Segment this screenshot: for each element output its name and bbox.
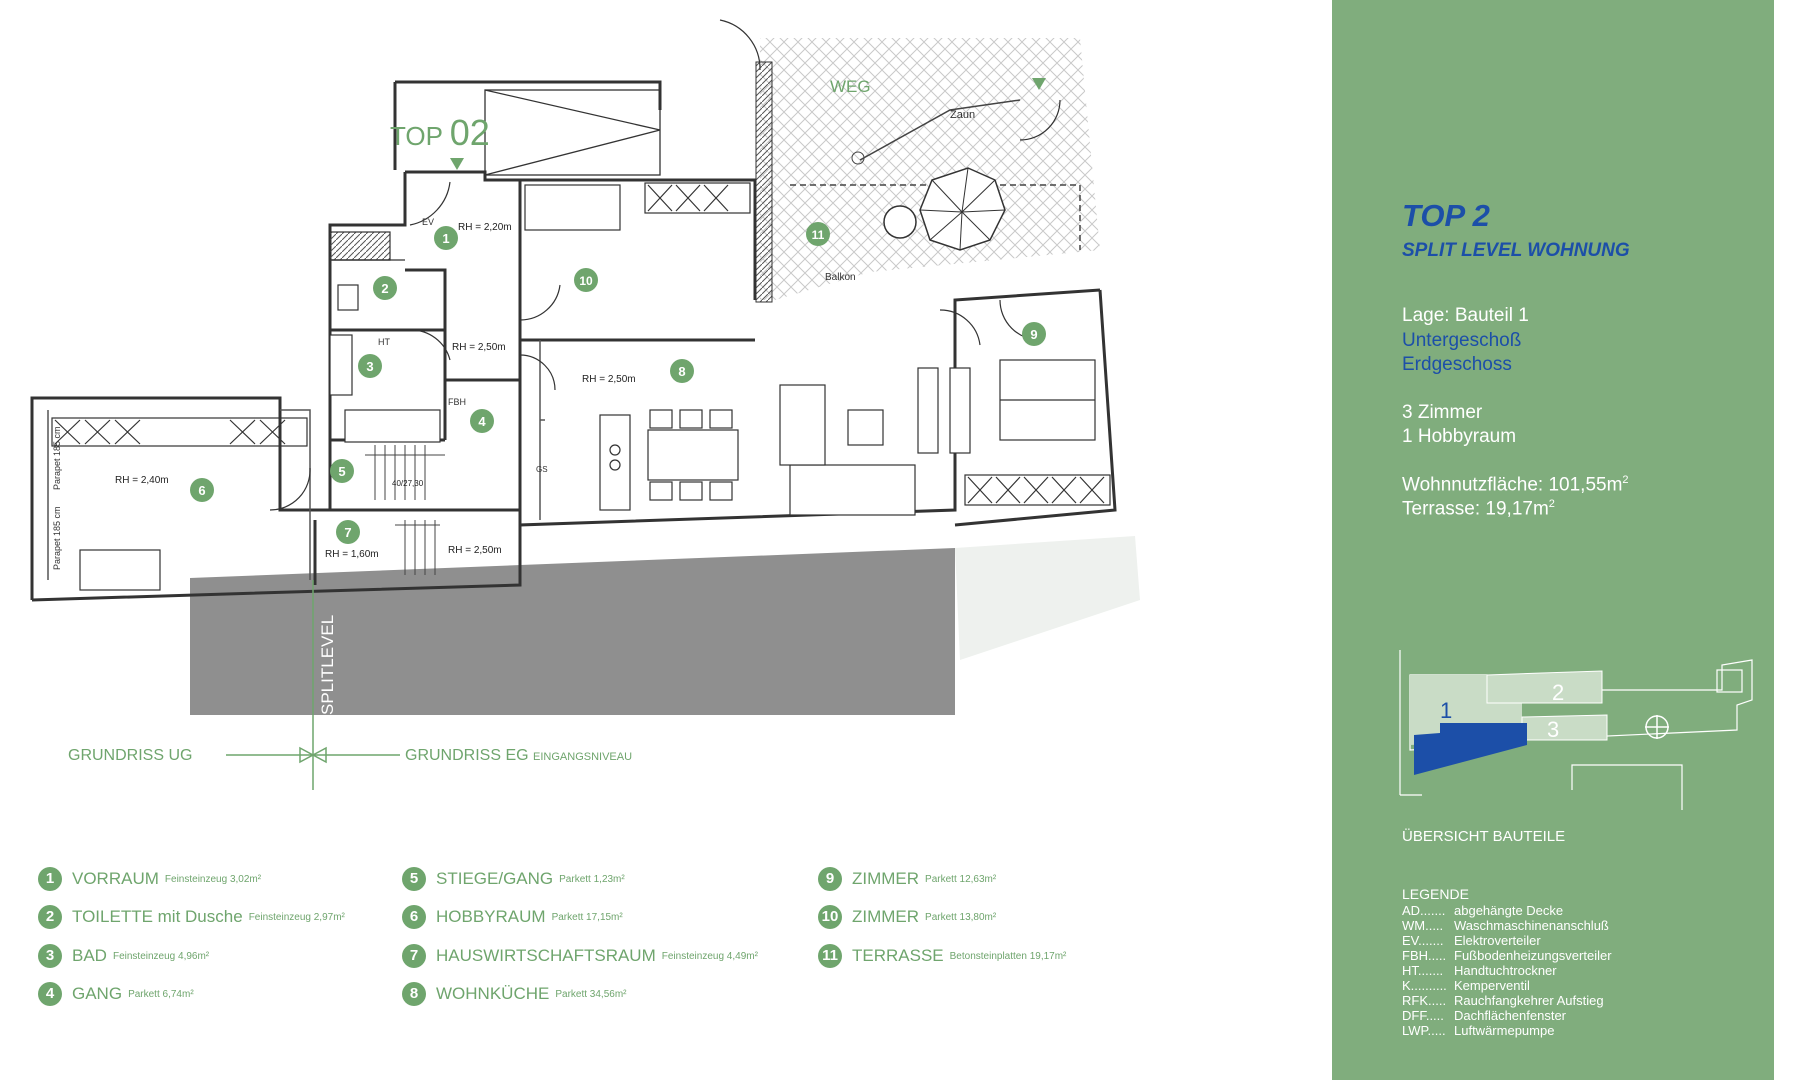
terrace-wall xyxy=(755,61,773,303)
floor-plan-drawing: 1 2 3 4 5 6 7 8 9 10 11 TOP 02 WEG Zaun … xyxy=(30,19,1140,790)
legend-item: EV.......Elektroverteiler xyxy=(1402,933,1541,948)
grundriss-arrow-right-icon xyxy=(311,746,327,764)
rh-label-1: RH = 2,20m xyxy=(458,222,512,233)
svg-text:11: 11 xyxy=(812,228,825,242)
fbh-label: FBH xyxy=(448,397,466,407)
rh-label-6: RH = 2,40m xyxy=(115,475,169,486)
entrance-canopy xyxy=(484,89,661,176)
living-area: Wohnnutzfläche: 101,55m2 xyxy=(1402,474,1629,496)
floor-eg: Erdgeschoss xyxy=(1402,354,1512,375)
fence-line xyxy=(859,99,1021,161)
entrance-arrow-icon xyxy=(450,158,464,170)
legend-item: FBH.....Fußbodenheizungsverteiler xyxy=(1402,948,1612,963)
zaun-label: Zaun xyxy=(950,109,975,121)
overview-title: ÜBERSICHT BAUTEILE xyxy=(1402,828,1566,845)
legend-item: DFF.....Dachflächenfenster xyxy=(1402,1008,1567,1023)
legend-title: LEGENDE xyxy=(1402,886,1469,902)
svg-text:10: 10 xyxy=(579,274,593,288)
weg-label: WEG xyxy=(830,77,871,96)
info-sidebar: TOP 2 SPLIT LEVEL WOHNUNG Lage: Bauteil … xyxy=(1332,0,1774,1080)
svg-text:1: 1 xyxy=(442,231,449,246)
legend-item: RFK.....Rauchfangkehrer Aufstieg xyxy=(1402,993,1604,1008)
parasol-icon xyxy=(919,167,1006,251)
gs-label: GS xyxy=(536,465,548,474)
room-markers: 1 2 3 4 5 6 7 8 9 10 11 xyxy=(190,222,1046,544)
svg-text:6: 6 xyxy=(198,483,205,498)
legend-item: AD.......abgehängte Decke xyxy=(1402,903,1564,918)
legend-item: K..........Kemperventil xyxy=(1402,978,1530,993)
floor-plan: 1 2 3 4 5 6 7 8 9 10 11 TOP 02 WEG Zaun … xyxy=(30,19,1140,1006)
rooms-count: 3 Zimmer xyxy=(1402,402,1483,423)
post-icon xyxy=(851,151,865,165)
balcony-line xyxy=(790,184,1081,250)
floor-ug: Untergeschoß xyxy=(1402,330,1522,351)
rh-label-4: RH = 2,50m xyxy=(452,342,506,353)
terrace-entrance-arrow-icon xyxy=(1032,78,1046,90)
hobby-count: 1 Hobbyraum xyxy=(1402,426,1517,447)
bathroom-fixtures xyxy=(329,231,441,443)
splitlevel-label: SPLITLEVEL xyxy=(318,615,337,715)
location-label: Lage: Bauteil 1 xyxy=(1402,305,1529,326)
rh-label-8: RH = 2,50m xyxy=(582,374,636,385)
sofa-icon xyxy=(779,367,971,516)
legend-item: LWP.....Luftwärmepumpe xyxy=(1402,1023,1555,1038)
bauteil-3-shape xyxy=(1521,714,1608,741)
terrace-table-icon xyxy=(883,205,917,239)
svg-text:9: 9 xyxy=(1030,327,1037,342)
svg-text:4: 4 xyxy=(478,414,486,429)
svg-text:3: 3 xyxy=(366,359,373,374)
terrace-area-value: Terrasse: 19,17m2 xyxy=(1402,498,1555,520)
terrace-area xyxy=(760,38,1100,300)
unit-title: TOP 2 xyxy=(1402,198,1490,233)
top-label: TOP 02 xyxy=(390,112,490,153)
wardrobe-icons xyxy=(51,182,1111,506)
bauteil-2-shape xyxy=(1486,670,1603,704)
dining-table-icon xyxy=(599,409,739,511)
grundriss-ug-label: GRUNDRISS UG xyxy=(68,747,192,764)
overview-box-icon xyxy=(1716,669,1743,693)
grundriss-eg-label: GRUNDRISS EG EINGANGSNIVEAU xyxy=(405,747,632,764)
legend-item: HT.......Handtuchtrockner xyxy=(1402,963,1557,978)
parapet-label-2: Parapet 185 cm xyxy=(52,506,62,570)
parapet-label-1: Parapet 185 cm xyxy=(52,426,62,490)
svg-text:8: 8 xyxy=(678,364,685,379)
bauteil-2-label: 2 xyxy=(1552,680,1564,705)
balkon-label: Balkon xyxy=(825,272,856,283)
ht-label: HT xyxy=(378,337,390,347)
svg-text:5: 5 xyxy=(338,464,345,479)
bauteil-1-label: 1 xyxy=(1440,698,1452,723)
site-overview-map: 1 2 3 xyxy=(1399,650,1753,810)
legend-item: WM.....Waschmaschinenanschluß xyxy=(1402,918,1609,933)
ev-label: EV xyxy=(422,217,434,227)
unit-subtitle: SPLIT LEVEL WOHNUNG xyxy=(1402,240,1630,261)
stair-label: 40/27,30 xyxy=(392,479,424,488)
bauteil-3-label: 3 xyxy=(1547,717,1559,742)
bed-icons xyxy=(79,184,1096,591)
svg-text:7: 7 xyxy=(344,525,351,540)
rh-label-7b: RH = 2,50m xyxy=(448,545,502,556)
top-2-highlight xyxy=(1414,723,1527,775)
svg-text:2: 2 xyxy=(381,281,388,296)
grundriss-arrow-left-icon xyxy=(299,746,315,764)
stair-icon xyxy=(365,445,445,575)
rh-label-7: RH = 1,60m xyxy=(325,549,379,560)
terrain-light xyxy=(955,536,1140,660)
ground-slab xyxy=(190,548,955,715)
